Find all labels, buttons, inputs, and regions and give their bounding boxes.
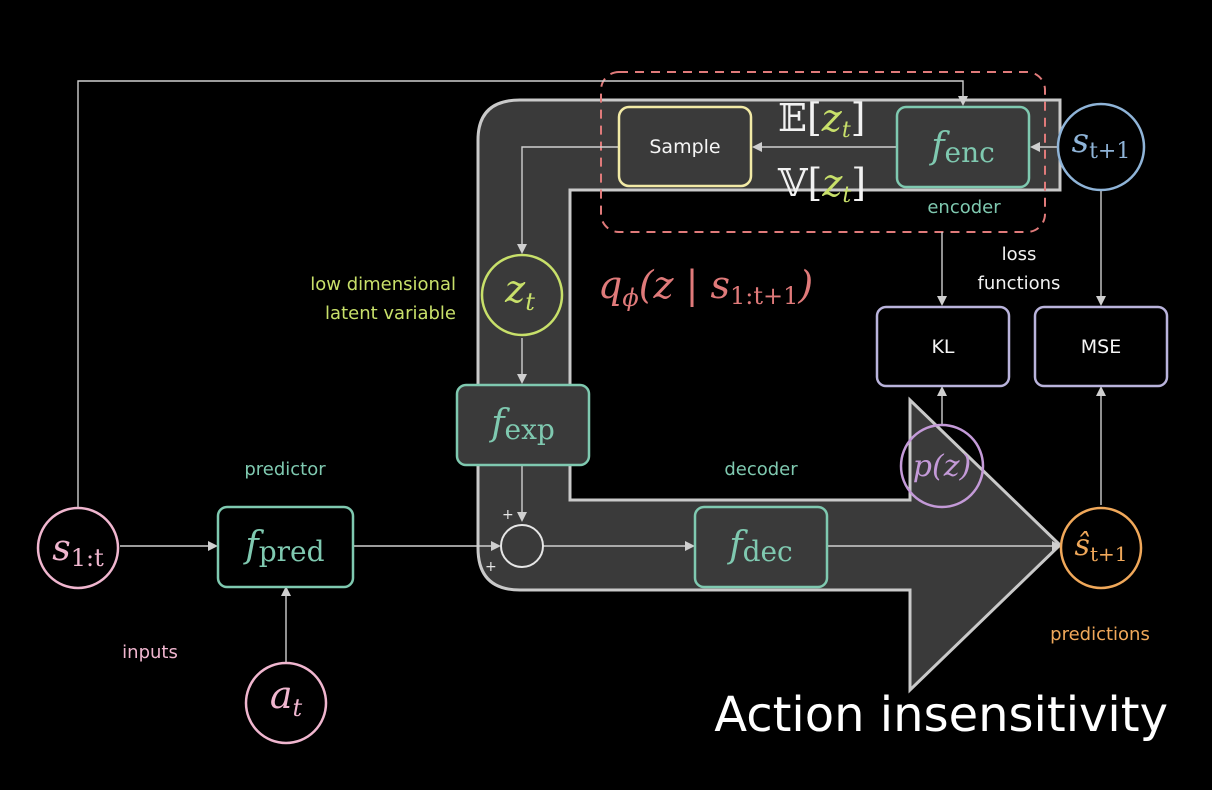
posterior-close: ) bbox=[797, 263, 813, 307]
label-loss-2: functions bbox=[978, 273, 1061, 294]
label-latent-2: latent variable bbox=[325, 303, 456, 324]
svg-text:qϕ(z | s1:t+1): qϕ(z | s1:t+1) bbox=[598, 263, 813, 312]
box-kl-label: KL bbox=[931, 336, 954, 358]
node-s-1t bbox=[36, 506, 120, 590]
svg-text:st+1: st+1 bbox=[1072, 121, 1131, 164]
encoder-region bbox=[600, 71, 1046, 233]
svg-text:fexp: fexp bbox=[488, 403, 555, 446]
posterior-sub: 1:t+1 bbox=[730, 282, 798, 310]
label-latent-1: low dimensional bbox=[310, 274, 456, 295]
svg-text:ŝt+1: ŝt+1 bbox=[1075, 528, 1128, 566]
node-s-hat-var: ŝ bbox=[1075, 528, 1090, 563]
slide-title: Action insensitivity bbox=[714, 687, 1168, 743]
node-a-t-sub: t bbox=[293, 694, 303, 722]
svg-text:fpred: fpred bbox=[242, 525, 324, 568]
box-f-exp bbox=[455, 383, 591, 467]
skip-line bbox=[77, 80, 964, 510]
label-decoder: decoder bbox=[724, 459, 798, 480]
node-z-t-sub: t bbox=[525, 288, 535, 316]
connections bbox=[77, 80, 1102, 666]
line-sample-to-z bbox=[521, 146, 618, 252]
node-a-t-var: a bbox=[270, 673, 293, 717]
label-inputs: inputs bbox=[122, 642, 178, 663]
svg-text:fenc: fenc bbox=[928, 126, 995, 169]
box-f-enc bbox=[895, 105, 1031, 189]
node-s-hat-sub: t+1 bbox=[1090, 542, 1128, 566]
node-s-t1-var: s bbox=[1072, 121, 1089, 161]
box-mse bbox=[1033, 305, 1169, 388]
variance-sub: t bbox=[842, 183, 851, 208]
arrowheads bbox=[208, 96, 1106, 596]
box-kl bbox=[875, 305, 1011, 388]
node-z-t bbox=[480, 253, 564, 337]
box-f-enc-sub: enc bbox=[945, 136, 995, 169]
box-f-pred-sub: pred bbox=[259, 535, 325, 568]
svg-text:𝔼[zt]: 𝔼[zt] bbox=[778, 96, 866, 143]
label-loss-1: loss bbox=[1002, 244, 1037, 265]
node-s-t1-sub: t+1 bbox=[1089, 139, 1130, 164]
posterior-phi: ϕ bbox=[622, 284, 638, 312]
sum-junction bbox=[500, 524, 544, 568]
posterior-body: (z | s bbox=[639, 263, 730, 307]
box-f-dec bbox=[693, 505, 829, 589]
posterior-q: q bbox=[598, 263, 622, 307]
node-s-hat bbox=[1059, 506, 1143, 590]
label-encoder: encoder bbox=[927, 197, 1001, 218]
node-s-t1 bbox=[1056, 102, 1146, 192]
label-predictions: predictions bbox=[1050, 624, 1150, 645]
svg-text:𝕍[zt]: 𝕍[zt] bbox=[777, 161, 866, 208]
expectation-op: 𝔼 bbox=[778, 96, 807, 140]
plus-left: + bbox=[485, 559, 497, 575]
node-p-z-label: p(z) bbox=[913, 449, 971, 484]
box-f-exp-sub: exp bbox=[505, 413, 555, 446]
svg-text:s1:t: s1:t bbox=[52, 528, 104, 572]
variance-op: 𝕍 bbox=[777, 161, 809, 205]
node-a-t bbox=[244, 661, 328, 745]
variance-var: z bbox=[821, 161, 843, 205]
plus-top: + bbox=[502, 507, 514, 523]
svg-text:zt: zt bbox=[504, 267, 535, 316]
node-s-1t-sub: 1:t bbox=[71, 544, 104, 572]
box-sample bbox=[617, 105, 753, 188]
box-mse-label: MSE bbox=[1081, 336, 1121, 358]
box-sample-label: Sample bbox=[649, 136, 720, 158]
flow-arrow-shape bbox=[476, 98, 1063, 694]
node-s-1t-var: s bbox=[52, 528, 70, 569]
label-predictor: predictor bbox=[244, 459, 326, 480]
box-f-pred bbox=[216, 505, 355, 589]
svg-text:fdec: fdec bbox=[726, 525, 793, 568]
svg-text:at: at bbox=[270, 673, 303, 722]
node-z-t-var: z bbox=[504, 267, 526, 311]
expectation-var: z bbox=[821, 96, 843, 140]
node-p-z bbox=[899, 423, 985, 509]
expectation-sub: t bbox=[842, 118, 851, 143]
box-f-dec-sub: dec bbox=[743, 535, 793, 568]
